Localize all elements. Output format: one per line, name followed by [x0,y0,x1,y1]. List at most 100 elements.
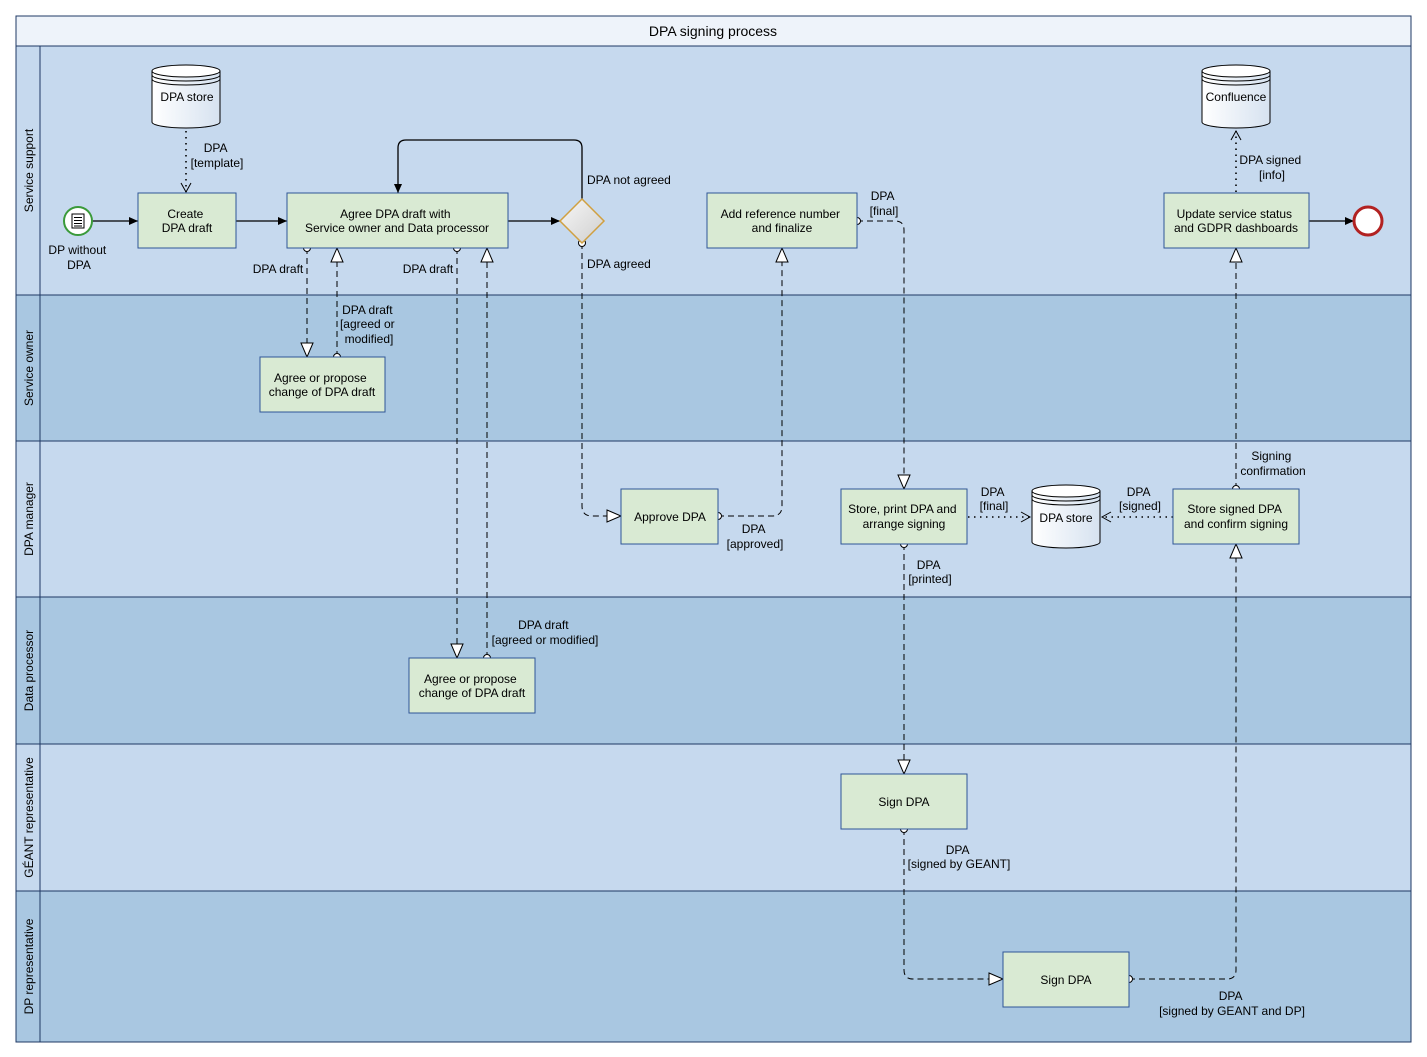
label-line: [template] [191,156,244,170]
task-agree-dpa-draft[interactable]: Agree DPA draft with Service owner and D… [286,192,509,249]
label-dpa-signed-by-geant-and-dp: DPA [signed by GEANT and DP] [1159,989,1305,1018]
lane-service-support: Service support [15,45,1412,296]
document-icon [71,213,85,229]
label-dpa-draft-owner: DPA draft [253,262,304,276]
label-line: DPA [946,843,970,857]
label-line: DPA draft [342,303,393,317]
label-dpa-approved: DPA [approved] [727,522,784,551]
task-text-line: Store signed DPA [1187,502,1281,516]
label-line: DPA [1219,989,1243,1003]
label-line: [signed by GEANT and DP] [1159,1004,1305,1018]
label-line: DPA agreed [587,257,651,271]
lane-label-data-processor: Data processor [22,630,36,711]
task-text-line: Agree or propose [424,672,517,686]
task-text: Agree or propose change of DPA draft [269,371,376,399]
task-text: Sign DPA [878,795,929,809]
label-line: DPA signed [1239,153,1301,167]
task-approve-dpa[interactable]: Approve DPA [620,488,719,545]
datastore-dpa-store-mid[interactable]: DPA store [1031,484,1101,549]
task-add-reference-number[interactable]: Add reference number and finalize [706,192,858,249]
task-create-dpa-draft[interactable]: Create DPA draft [137,192,237,249]
task-owner-agree-or-propose[interactable]: Agree or propose change of DPA draft [259,356,386,413]
task-processor-agree-or-propose[interactable]: Agree or propose change of DPA draft [408,657,536,714]
task-store-signed-dpa[interactable]: Store signed DPA and confirm signing [1172,488,1300,545]
task-text-line: Update service status [1177,207,1292,221]
data-stores: DPA store Confluence DPA store [151,64,1271,549]
lane-label-dp-representative: DP representative [22,918,36,1014]
datastore-confluence[interactable]: Confluence [1201,64,1271,129]
label-line: DPA [871,189,895,203]
label-line: DPA draft [253,262,304,276]
flow-labels: DPA [template] DPA not agreed DPA agreed… [191,141,1306,1018]
task-store-print-dpa[interactable]: Store, print DPA and arrange signing [840,488,968,545]
task-text: Agree DPA draft with Service owner and D… [305,207,489,235]
label-line: confirmation [1240,464,1305,478]
label-dpa-final-top: DPA [final] [870,189,899,218]
task-update-service-status[interactable]: Update service status and GDPR dashboard… [1163,192,1310,249]
label-line: [approved] [727,537,784,551]
task-text: Store, print DPA and arrange signing [848,502,960,531]
label-line: [final] [870,204,899,218]
msg-final-to-store-print [857,221,904,489]
label-dpa-final-mid: DPA [final] [980,485,1009,513]
label-dpa-draft-processor: DPA draft [403,262,454,276]
msg-approved-to-add-reference [718,248,782,516]
label-dpa-printed: DPA [printed] [908,558,951,586]
task-text-line: change of DPA draft [269,385,376,399]
tasks: Create DPA draft Agree DPA draft with Se… [137,192,1310,1008]
label-line: DPA [742,522,766,536]
task-text: Store signed DPA and confirm signing [1184,502,1288,531]
label-dpa-signed-mid: DPA [signed] [1119,485,1161,513]
lane-dp-representative: DP representative [15,890,1412,1043]
label-line: [agreed or modified] [492,633,599,647]
label-line: DPA [1127,485,1151,499]
datastore-label: DPA store [1039,511,1092,525]
datastore-label: DPA store [160,90,213,104]
task-geant-sign-dpa[interactable]: Sign DPA [840,773,968,830]
start-event-label: DP without DPA [48,243,109,272]
label-line: [info] [1259,168,1285,182]
label-line: DPA [981,485,1005,499]
task-text-line: Store, print DPA and [848,502,957,516]
datastore-dpa-store-top[interactable]: DPA store [151,64,221,129]
lane-data-processor: Data processor [15,596,1412,745]
task-text-line: and finalize [752,221,813,235]
task-text-line: change of DPA draft [419,686,526,700]
sequence-flows [92,139,1354,225]
task-text-line: Add reference number [721,207,840,221]
label-line: modified] [345,332,394,346]
label-line: [signed] [1119,499,1161,513]
task-text-line: Create [167,207,203,221]
task-text-line: Agree or propose [274,371,367,385]
label-signing-confirmation: Signing confirmation [1240,449,1305,478]
label-line: Signing [1251,449,1291,463]
label-line: [signed by GEANT] [908,857,1011,871]
label-line: DPA draft [518,618,569,632]
task-text: Add reference number and finalize [721,207,844,235]
label-dpa-signed-info: DPA signed [info] [1239,153,1304,182]
flow-not-agreed-loop [394,139,583,199]
label-line: DPA [917,558,941,572]
exclusive-gateway [558,197,606,245]
label-line: [agreed or [340,317,395,331]
task-text-line: Agree DPA draft with [340,207,451,221]
task-text-line: and confirm signing [1184,517,1288,531]
data-associations [180,129,1242,523]
label-dpa-draft-agreed-processor: DPA draft [agreed or modified] [492,618,599,647]
start-event: DP without DPA [48,206,109,272]
lane-label-service-support: Service support [22,128,36,212]
lane-label-dpa-manager: DPA manager [22,482,36,556]
task-text-line: Approve DPA [634,510,706,524]
lane-label-geant-representative: GÉANT representative [21,757,36,878]
pool-title: DPA signing process [649,23,777,39]
task-text-line: DPA draft [162,221,213,235]
task-dp-sign-dpa[interactable]: Sign DPA [1002,951,1130,1008]
task-text: Create DPA draft [162,207,213,235]
task-text-line: and GDPR dashboards [1174,221,1298,235]
msg-agreed-to-approve [582,243,621,516]
task-text: Update service status and GDPR dashboard… [1174,207,1298,235]
task-text: Sign DPA [1040,973,1091,987]
label-dpa-draft-agreed-owner: DPA draft [agreed or modified] [340,303,398,346]
task-text: Approve DPA [634,510,706,524]
